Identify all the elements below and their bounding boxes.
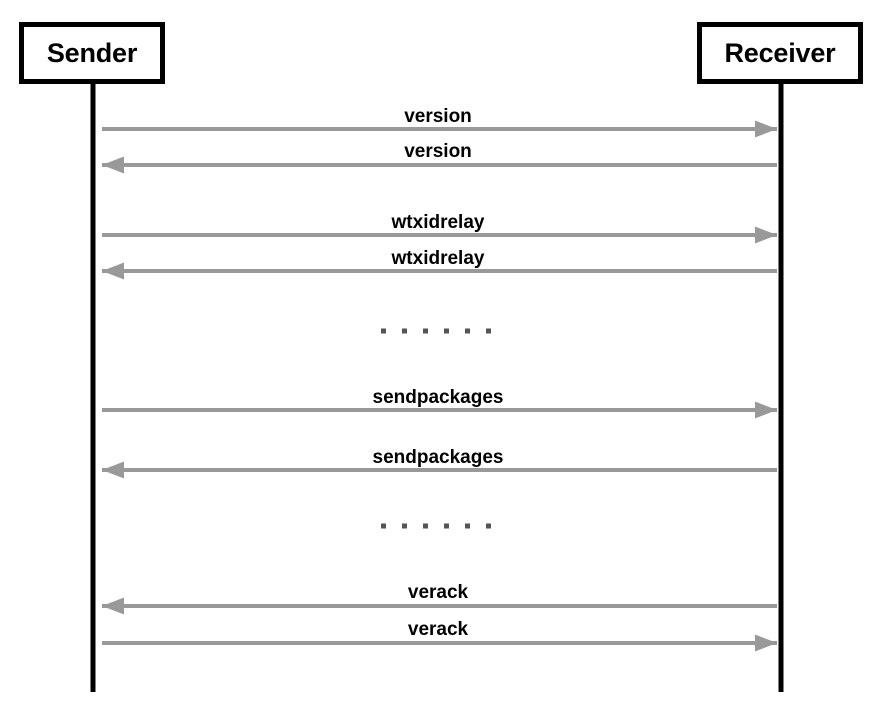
- arrow-head: [102, 461, 124, 479]
- arrow-head: [755, 634, 777, 652]
- arrow-head: [755, 401, 777, 419]
- arrow-head: [102, 262, 124, 280]
- ellipsis-dot: [486, 523, 491, 529]
- message-label-0: version: [404, 106, 472, 127]
- arrows-group: [102, 120, 777, 652]
- arrow-head: [102, 156, 124, 174]
- ellipsis-dot: [444, 328, 449, 334]
- ellipsis-dot: [444, 523, 449, 529]
- message-arrow-3[interactable]: [102, 262, 777, 280]
- message-arrow-7[interactable]: [102, 634, 777, 652]
- message-arrow-6[interactable]: [102, 597, 777, 615]
- ellipsis-dot: [381, 523, 386, 529]
- message-arrow-4[interactable]: [102, 401, 777, 419]
- ellipsis-dot: [381, 328, 386, 334]
- ellipsis-dot: [465, 523, 470, 529]
- message-label-7: verack: [407, 619, 469, 640]
- message-arrow-1[interactable]: [102, 156, 777, 174]
- ellipsis-dot: [465, 328, 470, 334]
- arrow-head: [755, 120, 777, 138]
- message-arrow-2[interactable]: [102, 226, 777, 244]
- ellipsis-dot: [402, 328, 407, 334]
- arrow-head: [755, 226, 777, 244]
- message-label-5: sendpackages: [372, 447, 504, 468]
- ellipsis-row-1: [381, 523, 491, 529]
- lifelines-group: [90, 84, 784, 692]
- message-label-3: wtxidrelay: [391, 248, 485, 269]
- message-label-1: version: [404, 141, 472, 162]
- actor-box-sender[interactable]: Sender: [19, 22, 165, 84]
- arrow-head: [102, 597, 124, 615]
- message-arrow-0[interactable]: [102, 120, 777, 138]
- ellipsis-dot: [486, 328, 491, 334]
- ellipsis-row-0: [381, 328, 491, 334]
- ellipsis-dot: [402, 523, 407, 529]
- message-arrow-5[interactable]: [102, 461, 777, 479]
- ellipsis-dot: [423, 328, 428, 334]
- actor-label-receiver: Receiver: [724, 37, 836, 68]
- actor-label-sender: Sender: [46, 37, 138, 68]
- actor-box-receiver[interactable]: Receiver: [697, 22, 863, 84]
- message-label-4: sendpackages: [372, 387, 504, 408]
- ellipsis-dot: [423, 523, 428, 529]
- message-label-6: verack: [407, 582, 469, 603]
- message-label-2: wtxidrelay: [391, 212, 485, 233]
